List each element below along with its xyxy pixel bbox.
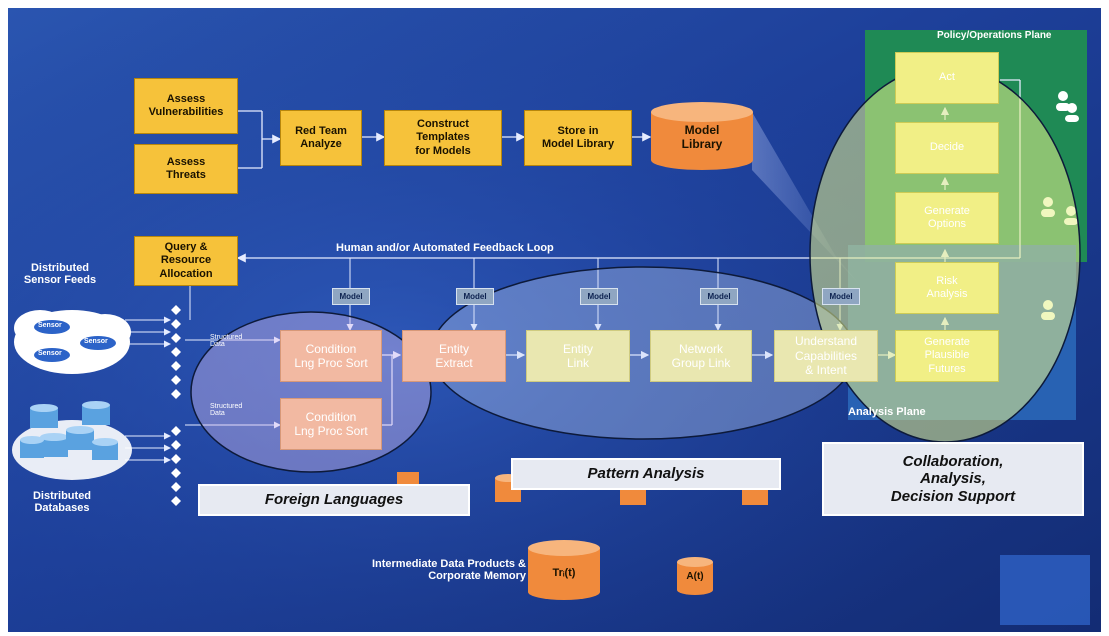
act-box: Act — [895, 52, 999, 104]
condition-box: Condition Lng Proc Sort — [280, 330, 382, 382]
decide-box: Decide — [895, 122, 999, 174]
assess-vulnerabilities-box: Assess Vulnerabilities — [134, 78, 238, 134]
generate-futures-box: Generate Plausible Futures — [895, 330, 999, 382]
entity-link-box: Entity Link — [526, 330, 630, 382]
model-tag: Model — [456, 288, 494, 305]
construct-templates-box: Construct Templates for Models — [384, 110, 502, 166]
sensor-label: Sensor — [84, 338, 108, 345]
understand-capabilities-box: Understand Capabilities & Intent — [774, 330, 878, 382]
store-model-library-box: Store in Model Library — [524, 110, 632, 166]
foreign-languages-callout: Foreign Languages — [198, 484, 470, 516]
corner-panel — [1000, 555, 1090, 625]
model-library-label: Model Library — [681, 122, 723, 151]
generate-options-box: Generate Options — [895, 192, 999, 244]
assess-threats-box: Assess Threats — [134, 144, 238, 194]
policy-plane-label: Policy/Operations Plane — [937, 30, 1052, 41]
tr-cylinder-label: Trᵢ(t) — [552, 567, 576, 580]
pattern-analysis-callout: Pattern Analysis — [511, 458, 781, 490]
bottom-cylinders — [397, 472, 768, 600]
risk-analysis-box: Risk Analysis — [895, 262, 999, 314]
network-group-link-box: Network Group Link — [650, 330, 752, 382]
query-resource-box: Query & Resource Allocation — [134, 236, 238, 286]
structured-data-label: Structured Data — [210, 403, 243, 417]
model-tag: Model — [332, 288, 370, 305]
model-tag: Model — [580, 288, 618, 305]
structured-data-label: Structured Data — [210, 334, 243, 348]
entity-extract-box: Entity Extract — [402, 330, 506, 382]
model-library-cylinder — [651, 102, 753, 170]
databases-label: Distributed Databases — [32, 490, 92, 514]
sensor-cloud — [14, 310, 131, 374]
model-tag: Model — [822, 288, 860, 305]
sensor-label: Sensor — [38, 322, 62, 329]
condition-box: Condition Lng Proc Sort — [280, 398, 382, 450]
sensor-feeds-label: Distributed Sensor Feeds — [23, 262, 97, 286]
sensor-label: Sensor — [38, 350, 62, 357]
intermediate-products-label: Intermediate Data Products & Corporate M… — [371, 558, 526, 582]
connector-diamonds — [171, 305, 181, 506]
database-cluster — [12, 401, 132, 480]
collaboration-callout: Collaboration, Analysis, Decision Suppor… — [822, 442, 1084, 516]
model-tag: Model — [700, 288, 738, 305]
feedback-loop-label: Human and/or Automated Feedback Loop — [336, 242, 554, 254]
analysis-plane-label: Analysis Plane — [848, 406, 926, 418]
a-cylinder-label: A(t) — [686, 571, 704, 582]
red-team-box: Red Team Analyze — [280, 110, 362, 166]
